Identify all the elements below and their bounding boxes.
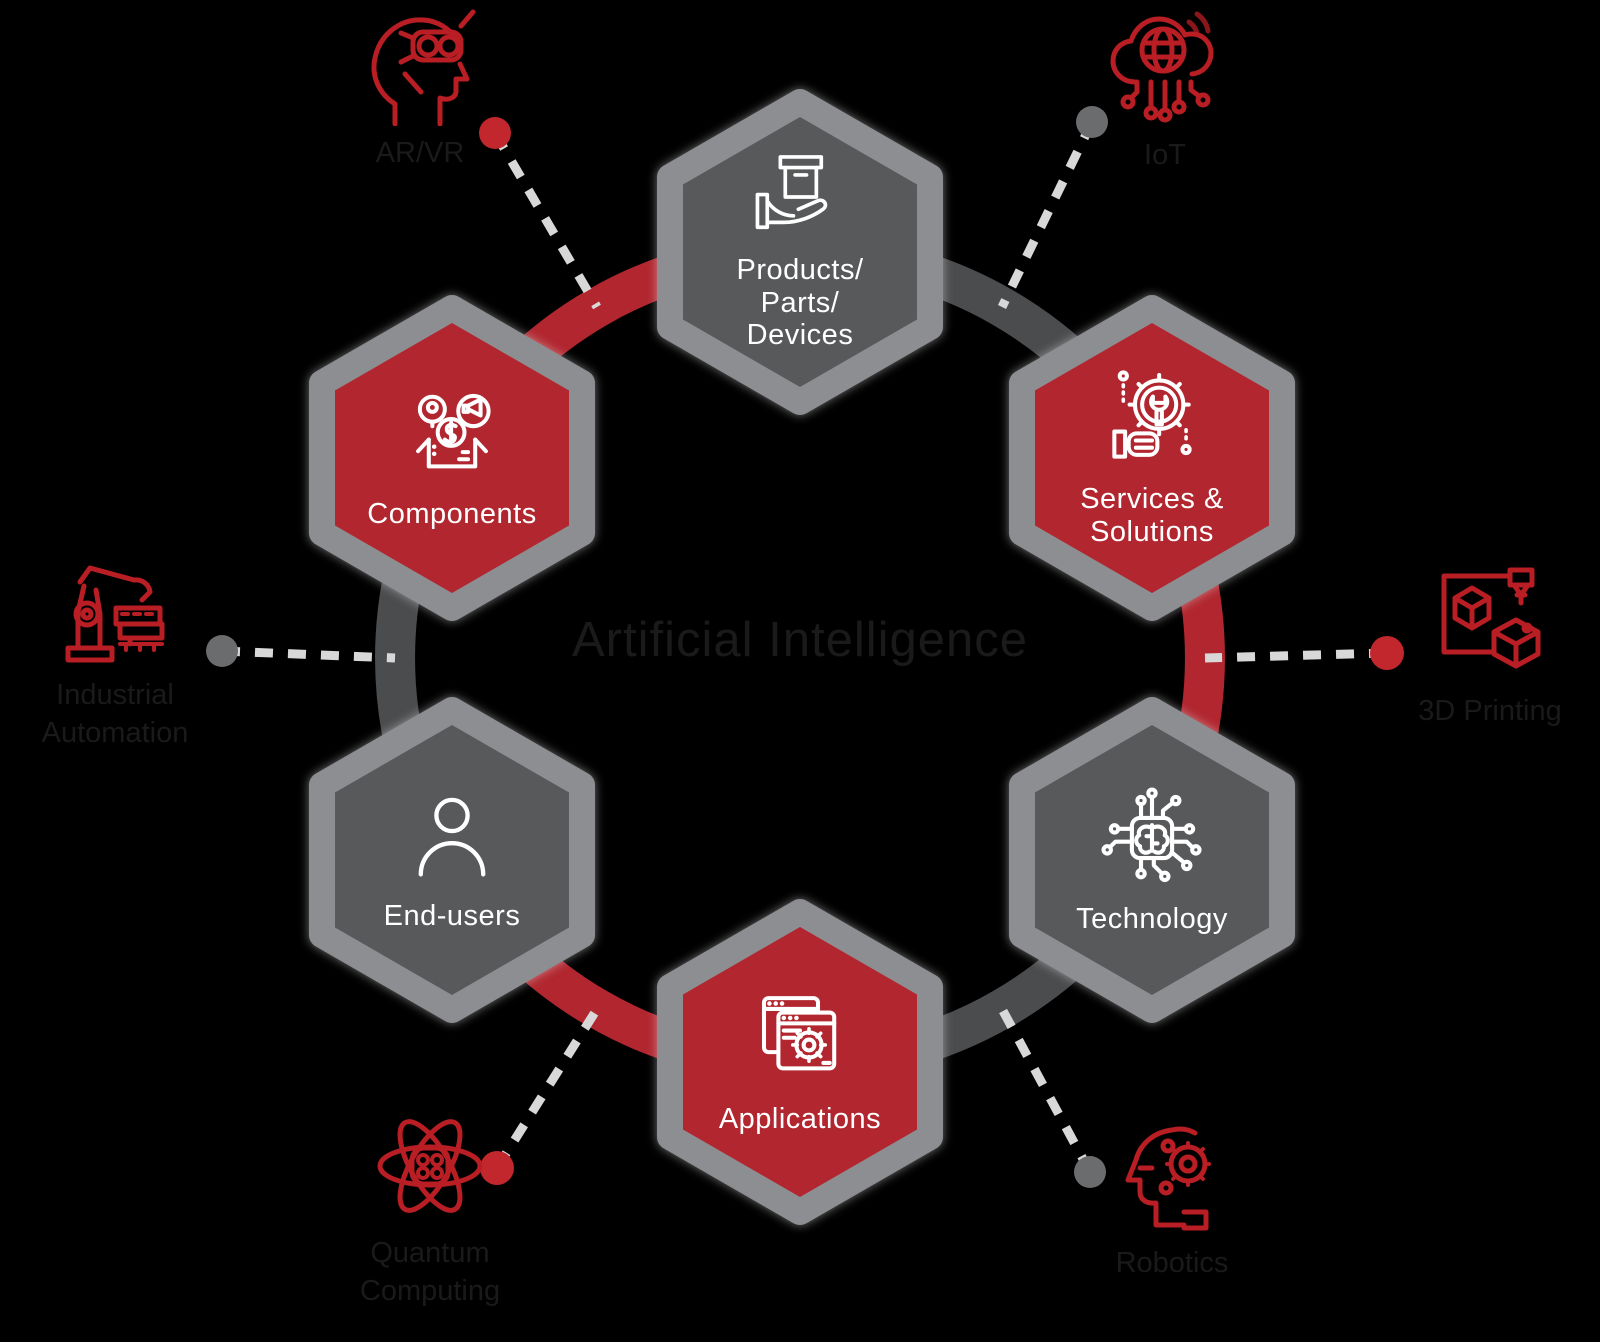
satellite-label: Industrial Automation	[41, 679, 189, 750]
hexagon-shape	[309, 697, 595, 1023]
hexagon-label: End-users	[383, 899, 521, 932]
hexagon-applications: Applications	[650, 892, 950, 1232]
dot-quantum	[480, 1151, 514, 1185]
robot-head-icon	[1125, 1126, 1211, 1231]
satellite-label: 3D Printing	[1418, 695, 1562, 727]
satellite-arvr: AR/VR	[300, 0, 540, 172]
satellite-label: IoT	[1144, 139, 1186, 171]
satellite-automation: Industrial Automation	[5, 552, 225, 753]
hexagon-shape	[309, 295, 595, 621]
box-in-hand-icon	[755, 154, 828, 229]
hexagon-services: Services & Solutions	[1002, 288, 1302, 628]
3d-printer-icon	[1441, 567, 1541, 669]
satellite-label: Robotics	[1115, 1247, 1229, 1279]
dashed-connectors	[221, 120, 1388, 1175]
hexagon-products: Products/ Parts/ Devices	[650, 82, 950, 422]
marketing-box-icon	[416, 393, 491, 468]
hexagon-shape	[657, 89, 943, 415]
dot-printing	[1370, 636, 1404, 670]
atom-icon	[377, 1119, 483, 1213]
connector-iot	[997, 120, 1097, 309]
connector-arvr	[491, 130, 601, 310]
robot-arm-icon	[65, 565, 165, 663]
satellite-label: AR/VR	[375, 137, 465, 169]
dot-arvr	[479, 117, 511, 149]
hexagon-label: Services & Solutions	[1080, 483, 1224, 548]
dot-automation	[206, 635, 238, 667]
center-title: Artificial Intelligence	[571, 613, 1029, 667]
satellite-iot: IoT	[1045, 4, 1285, 174]
ai-chip-brain-icon	[1101, 787, 1202, 882]
satellite-quantum: Quantum Computing	[310, 1106, 550, 1311]
hexagon-label: Components	[367, 497, 537, 530]
connector-dots	[206, 106, 1404, 1188]
dot-robotics	[1074, 1156, 1106, 1188]
user-icon	[418, 797, 486, 877]
satellite-printing: 3D Printing	[1380, 562, 1600, 730]
hexagon-components: Components	[302, 288, 602, 628]
hexagon-label: Products/ Parts/ Devices	[736, 253, 864, 352]
connector-automation	[221, 646, 396, 663]
app-window-gear-icon	[761, 995, 837, 1070]
gear-wrench-hand-icon	[1112, 370, 1192, 459]
hexagon-label: Technology	[1076, 902, 1228, 935]
ar-vr-headset-icon	[371, 9, 476, 126]
connector-printing	[1204, 648, 1388, 663]
hexagon-label: Applications	[718, 1102, 882, 1135]
hexagon-technology: Technology	[1002, 690, 1302, 1030]
cloud-iot-icon	[1110, 11, 1214, 123]
dot-iot	[1076, 106, 1108, 138]
satellite-robotics: Robotics	[1062, 1122, 1282, 1282]
satellite-label: Quantum Computing	[359, 1237, 501, 1308]
hexagon-endusers: End-users	[302, 690, 602, 1030]
hexagon-shape	[1009, 295, 1295, 621]
